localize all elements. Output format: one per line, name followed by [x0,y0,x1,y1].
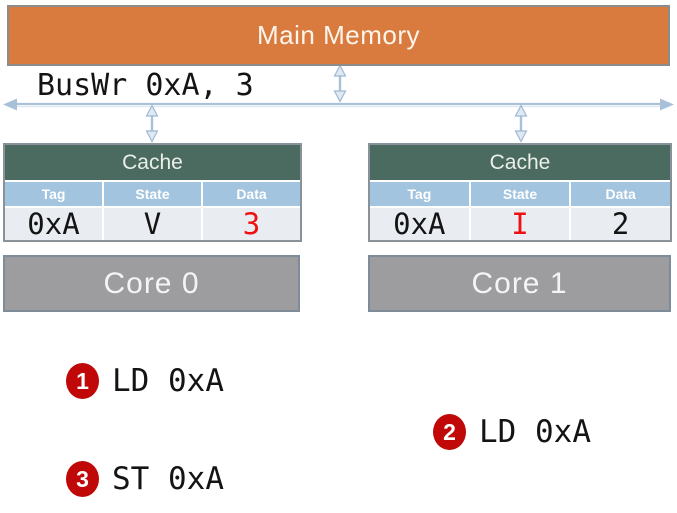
bus-transaction-label: BusWr 0xA, 3 [37,68,254,103]
main-memory-box: Main Memory [7,5,670,66]
cache0-data-value: 3 [203,208,300,240]
bus-cache1-arrow [514,104,528,143]
event-3: 3 ST 0xA [66,461,224,497]
core0-label: Core 0 [103,266,200,300]
main-memory-label: Main Memory [257,20,420,50]
cache0-state-value: V [104,208,201,240]
cache1-header-row: Tag State Data [370,182,670,206]
cache0-col-data: Data [203,182,300,206]
cache1-col-state: State [470,182,570,206]
core0-box: Core 0 [3,255,300,312]
cache0-header-row: Tag State Data [5,182,300,206]
core1-label: Core 1 [471,266,568,300]
event-2: 2 LD 0xA [433,414,591,450]
event-1-label: LD 0xA [112,363,224,399]
event-1: 1 LD 0xA [66,363,224,399]
cache1-state-value: I [470,208,570,240]
core1-box: Core 1 [368,255,671,312]
cache0-data-row: 0xA V 3 [5,208,300,240]
cache1-col-data: Data [571,182,670,206]
event-3-badge: 3 [66,461,99,497]
cache1-data-row: 0xA I 2 [370,208,670,240]
cache0-col-state: State [104,182,201,206]
event-1-badge: 1 [66,363,99,399]
memory-bus-arrow [333,64,347,103]
cache1-col-tag: Tag [370,182,469,206]
event-2-badge: 2 [433,414,466,450]
cache1-tag-value: 0xA [370,208,469,240]
bus-horizontal-arrow [3,98,674,111]
cache0-title: Cache [5,145,300,180]
cache0-table: Cache Tag State Data 0xA V 3 [3,143,302,242]
event-2-label: LD 0xA [479,414,591,450]
cache1-table: Cache Tag State Data 0xA I 2 [368,143,672,242]
event-3-label: ST 0xA [112,461,224,497]
bus-cache0-arrow [145,104,159,143]
cache0-tag-value: 0xA [5,208,102,240]
cache1-data-value: 2 [571,208,670,240]
cache0-col-tag: Tag [5,182,102,206]
cache1-title: Cache [370,145,670,180]
